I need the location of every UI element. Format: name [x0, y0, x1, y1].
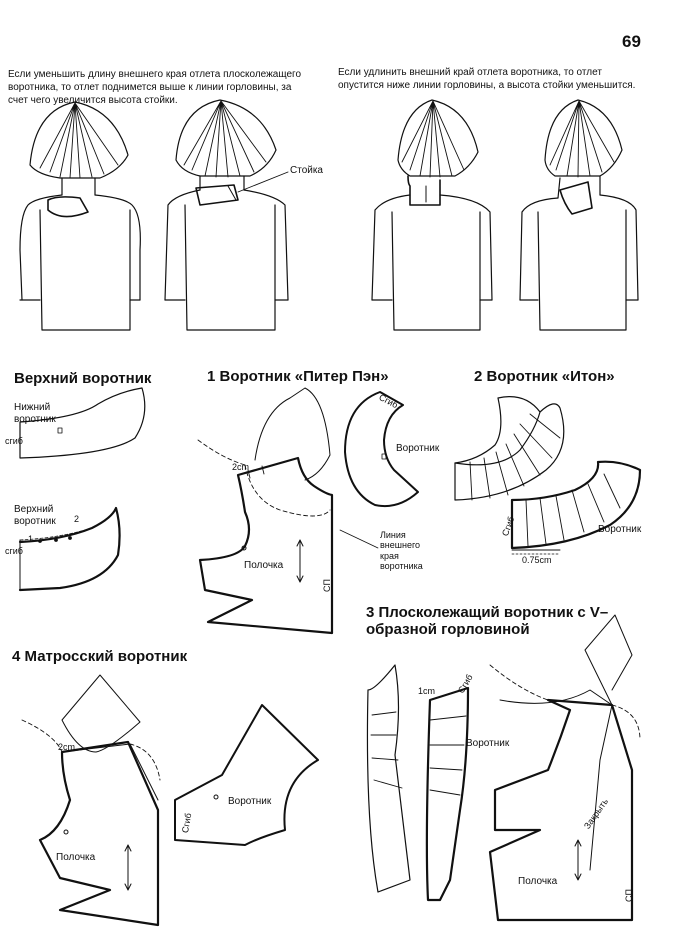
peter-pan-collar-piece	[344, 391, 419, 508]
label-pp-line: Линия внешнего края воротника	[380, 530, 423, 572]
eton-collar-pieces	[454, 396, 642, 555]
figure-back-4	[519, 99, 639, 331]
label-fv-front: Полочка	[518, 876, 558, 887]
heading-peter-pan: 1 Воротник «Питер Пэн»	[207, 368, 389, 385]
sailor-front-piece	[21, 674, 161, 927]
upper-collar-piece	[18, 506, 121, 592]
label-stand: Стойка	[290, 165, 323, 176]
label-mark-2: 2	[74, 514, 80, 524]
heading-sailor: 4 Матросский воротник	[12, 648, 188, 665]
label-eton-measure: 0.75cm	[522, 555, 552, 565]
figure-back-1	[19, 101, 141, 331]
label-mark-1: 1	[28, 534, 34, 544]
figure-back-2	[164, 99, 289, 331]
page-number: 69	[622, 32, 641, 51]
label-pp-cf: СП	[322, 579, 332, 592]
label-fold-1: сгиб	[5, 436, 23, 446]
sailor-collar-piece	[174, 704, 319, 846]
label-sailor-measure: 2cm	[58, 742, 76, 752]
heading-upper-collar: Верхний воротник	[14, 370, 152, 387]
label-fv-measure: 1cm	[418, 686, 436, 696]
note-right: Если удлинить внешний край отлета воротн…	[338, 67, 636, 91]
peter-pan-front-piece	[197, 387, 379, 635]
label-pp-front: Полочка	[244, 560, 284, 571]
flat-v-front-piece	[488, 614, 641, 922]
heading-eton: 2 Воротник «Итон»	[474, 368, 615, 385]
label-fv-collar: Воротник	[466, 738, 510, 749]
label-lower-collar: Нижний воротник	[14, 402, 56, 425]
figure-back-3	[371, 99, 493, 331]
label-sailor-front: Полочка	[56, 852, 96, 863]
heading-flat-v: 3 Плосколежащий воротник с V–образной го…	[366, 604, 609, 638]
note-left: Если уменьшить длину внешнего края отлет…	[8, 69, 302, 106]
label-pp-collar: Воротник	[396, 443, 440, 454]
flat-v-collar-strips	[366, 664, 470, 902]
label-sailor-collar: Воротник	[228, 796, 272, 807]
label-eton-collar: Воротник	[598, 524, 642, 535]
label-upper-collar: Верхний воротник	[14, 504, 56, 527]
label-fold-2: сгиб	[5, 546, 23, 556]
label-fv-cf: СП	[624, 889, 634, 902]
label-pp-measure: 2cm	[232, 462, 250, 472]
lower-collar-piece	[19, 387, 146, 459]
